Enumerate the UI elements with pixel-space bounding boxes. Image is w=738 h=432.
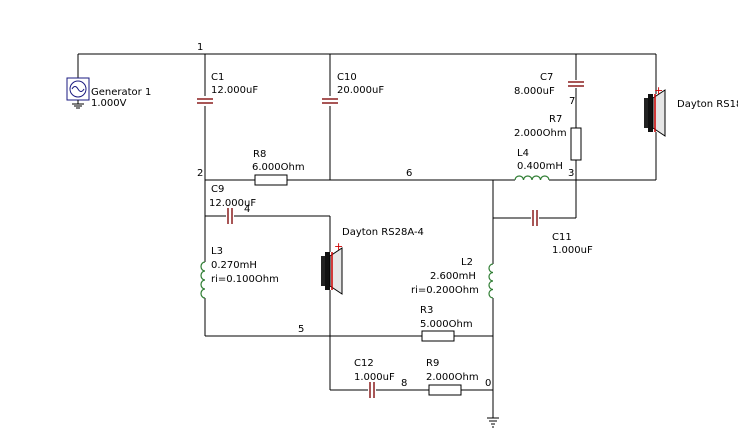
speaker-tweeter-icon: + Dayton RS28A-4	[321, 227, 424, 295]
c1-value: 12.000uF	[211, 85, 258, 96]
inductor-l3: L3 0.270mH ri=0.100Ohm	[200, 246, 279, 299]
c9-name: C9	[211, 184, 224, 195]
resistor-r3: R3 5.000Ohm	[420, 305, 473, 342]
l3-ri: ri=0.100Ohm	[211, 274, 279, 285]
generator-name: Generator 1	[91, 87, 151, 98]
r7-value: 2.000Ohm	[514, 128, 567, 139]
c7-value: 8.000uF	[514, 86, 555, 97]
c12-name: C12	[354, 358, 374, 369]
node-8: 8	[401, 378, 407, 389]
r8-name: R8	[253, 149, 266, 160]
capacitor-c11: C11 1.000uF	[532, 210, 593, 256]
l2-value: 2.600mH	[430, 271, 476, 282]
node-1: 1	[197, 42, 203, 53]
l3-name: L3	[211, 246, 223, 257]
capacitor-c7: C7 8.000uF	[514, 72, 584, 97]
wires	[77, 53, 657, 418]
r9-value: 2.000Ohm	[426, 372, 479, 383]
node-0: 0	[485, 378, 491, 389]
r7-name: R7	[549, 114, 562, 125]
node-3: 3	[568, 168, 574, 179]
inductor-l2: L2 2.600mH ri=0.200Ohm	[411, 257, 494, 299]
c1-name: C1	[211, 72, 224, 83]
node-2: 2	[197, 168, 203, 179]
node-7: 7	[569, 96, 575, 107]
l4-value: 0.400mH	[517, 161, 563, 172]
c11-name: C11	[552, 232, 572, 243]
generator-value: 1.000V	[91, 98, 127, 109]
resistor-r9: R9 2.000Ohm	[426, 358, 479, 396]
c10-value: 20.000uF	[337, 85, 384, 96]
speaker-woofer-icon: + Dayton RS18	[644, 84, 738, 137]
node-5: 5	[298, 324, 304, 335]
resistor-r8: R8 6.000Ohm	[252, 149, 305, 186]
l4-name: L4	[517, 148, 529, 159]
c9-value: 12.000uF	[209, 198, 256, 209]
tweeter-name: Dayton RS28A-4	[342, 227, 424, 238]
node-labels: 1 2 6 3 7 4 5 8 0	[197, 42, 575, 389]
r3-name: R3	[420, 305, 433, 316]
ground-icon	[487, 417, 499, 428]
capacitor-c10: C10 20.000uF	[322, 72, 384, 104]
resistor-r7: R7 2.000Ohm	[514, 114, 582, 161]
inductor-l4: L4 0.400mH	[514, 148, 563, 181]
r8-value: 6.000Ohm	[252, 162, 305, 173]
c10-name: C10	[337, 72, 357, 83]
c7-name: C7	[540, 72, 553, 83]
generator-1: Generator 1 1.000V	[66, 77, 151, 109]
c12-value: 1.000uF	[354, 372, 395, 383]
l2-name: L2	[461, 257, 473, 268]
capacitor-c1: C1 12.000uF	[197, 72, 258, 104]
woofer-name: Dayton RS18	[677, 99, 738, 110]
r3-value: 5.000Ohm	[420, 319, 473, 330]
woofer-plus: +	[654, 84, 663, 97]
capacitor-c9: C9 12.000uF	[209, 184, 256, 224]
r9-name: R9	[426, 358, 439, 369]
capacitor-c12: C12 1.000uF	[354, 358, 395, 398]
tweeter-plus: +	[334, 240, 343, 253]
c11-value: 1.000uF	[552, 245, 593, 256]
node-4: 4	[244, 204, 250, 215]
l3-value: 0.270mH	[211, 260, 257, 271]
node-6: 6	[406, 168, 412, 179]
l2-ri: ri=0.200Ohm	[411, 285, 479, 296]
